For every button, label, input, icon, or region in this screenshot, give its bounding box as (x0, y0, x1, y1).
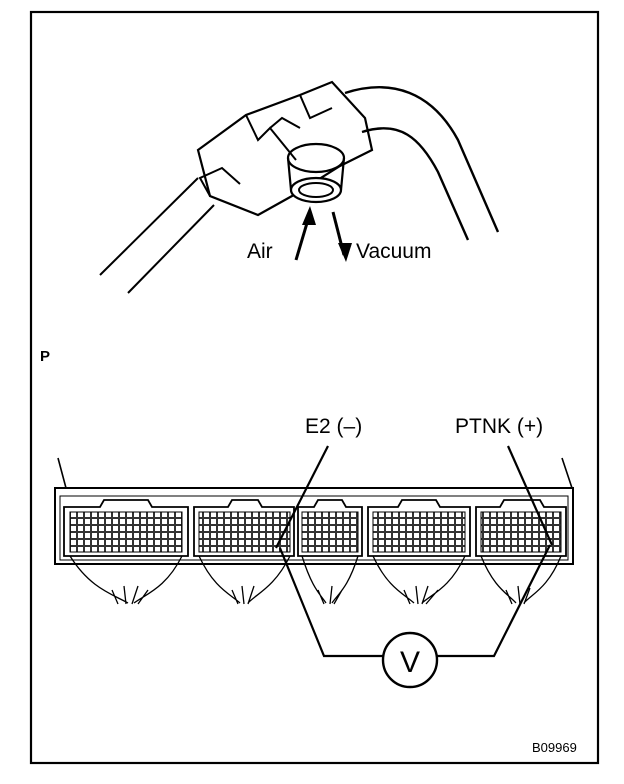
vacuum-hose (99, 177, 199, 276)
figure-frame (29, 10, 600, 765)
voltmeter: V (381, 631, 439, 689)
figure-code: B09969 (532, 740, 577, 755)
connector-4 (367, 499, 471, 557)
vacuum-arrow (331, 211, 352, 262)
connector-2 (193, 499, 295, 557)
voltmeter-label: V (400, 646, 420, 679)
hose-right (344, 86, 500, 233)
voltmeter-symbol (381, 631, 439, 689)
connector-1 (63, 499, 189, 557)
ptnk-terminal-label: PTNK (+) (455, 415, 543, 438)
ecu-connector-block (54, 457, 574, 565)
negative-probe-lead (278, 547, 383, 658)
positive-probe-lead (437, 544, 551, 658)
sensor-body (196, 80, 374, 217)
pressure-sensor-illustration (99, 80, 500, 294)
air-arrow (294, 206, 316, 261)
section-label: P (40, 348, 50, 365)
e2-terminal-label: E2 (–) (305, 415, 362, 438)
probe-wiring (275, 445, 554, 658)
sensor-port (286, 142, 346, 174)
ptnk-leader-line (506, 445, 554, 546)
wire-harness (69, 555, 562, 605)
e2-leader-line (275, 445, 329, 549)
connector-3 (297, 499, 363, 557)
connector-5 (475, 499, 567, 557)
vacuum-label: Vacuum (356, 240, 431, 263)
air-label: Air (247, 240, 273, 263)
